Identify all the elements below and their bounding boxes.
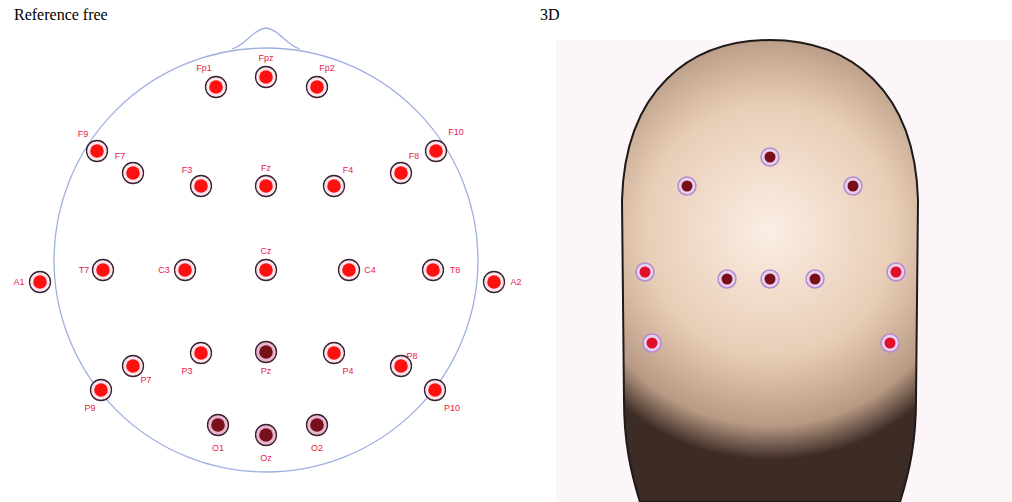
electrode: C4 [337,258,361,282]
electrode-circle [189,341,213,365]
electrode-circle [305,75,329,99]
electrode: O2 [305,413,329,437]
electrode: P8 [389,354,413,378]
electrode-circle [204,75,228,99]
panel-title: 3D [540,6,560,24]
electrode: F3 [189,174,213,198]
electrode-label: P9 [84,404,95,413]
electrode-circle [423,378,447,402]
electrode-label: P7 [140,376,151,385]
electrode-label: Fp2 [319,64,335,73]
electrode-label: Fp1 [196,64,212,73]
electrode-label: C4 [364,266,376,275]
electrode: P3 [189,341,213,365]
electrode-circle [322,341,346,365]
electrode-circle [206,413,230,437]
electrode: Cz [254,258,278,282]
electrode-label: A2 [510,278,521,287]
electrode-circle [337,258,361,282]
electrode-label: T8 [450,266,461,275]
electrode-circle [121,161,145,185]
electrode-circle [254,258,278,282]
electrode-label: P8 [406,352,417,361]
electrode: Fp2 [305,75,329,99]
electrode: T8 [421,258,445,282]
electrode-label: F7 [115,152,126,161]
electrode-circle [85,139,109,163]
electrode-circle [322,174,346,198]
electrode-circle [305,413,329,437]
electrode-circle [254,65,278,89]
electrode-label: Cz [261,247,272,256]
electrode-circle [91,258,115,282]
electrode-label: P3 [181,367,192,376]
electrode: Pz [254,340,278,364]
3d-electrodes [636,148,905,352]
electrode-label: Fpz [258,54,273,63]
electrode-label: F4 [343,166,354,175]
electrode: F7 [121,161,145,185]
electrode: A1 [28,270,52,294]
electrode-label: F10 [448,128,464,137]
electrode-label: O1 [212,444,224,453]
electrode-circle [173,258,197,282]
electrode-circle [189,174,213,198]
electrode: T7 [91,258,115,282]
electrode: P4 [322,341,346,365]
electrode-label: F3 [182,166,193,175]
electrode-label: A1 [13,278,24,287]
electrode-circle [424,139,448,163]
electrode-circle [421,258,445,282]
electrode: Fpz [254,65,278,89]
electrode: F8 [389,161,413,185]
nose [232,28,300,49]
electrode: F4 [322,174,346,198]
electrode-circle [254,423,278,447]
3d-panel [556,40,1012,502]
electrode: P10 [423,378,447,402]
electrode: F9 [85,139,109,163]
electrode-label: P10 [444,404,460,413]
electrode-label: P4 [342,367,353,376]
electrode-label: Fz [261,164,271,173]
electrode-label: Oz [260,454,272,463]
electrode: Oz [254,423,278,447]
head-outline [54,48,478,472]
3d-head [622,40,918,502]
electrode: C3 [173,258,197,282]
electrode-label: F9 [78,130,89,139]
electrode: O1 [206,413,230,437]
electrode-circle [121,354,145,378]
electrode-label: C3 [158,266,170,275]
electrode-circle [389,161,413,185]
electrode-circle [254,174,278,198]
electrode-circle [89,378,113,402]
electrode-circle [482,270,506,294]
electrode-label: T7 [79,266,90,275]
electrode: Fp1 [204,75,228,99]
electrode: P7 [121,354,145,378]
panel-title: Reference free [14,6,108,24]
electrode: A2 [482,270,506,294]
electrode-label: F8 [409,152,420,161]
electrode-label: O2 [311,444,323,453]
electrode-label: Pz [261,367,272,376]
electrode: Fz [254,174,278,198]
electrode: P9 [89,378,113,402]
electrode-circle [28,270,52,294]
electrode-circle [254,340,278,364]
electrode: F10 [424,139,448,163]
